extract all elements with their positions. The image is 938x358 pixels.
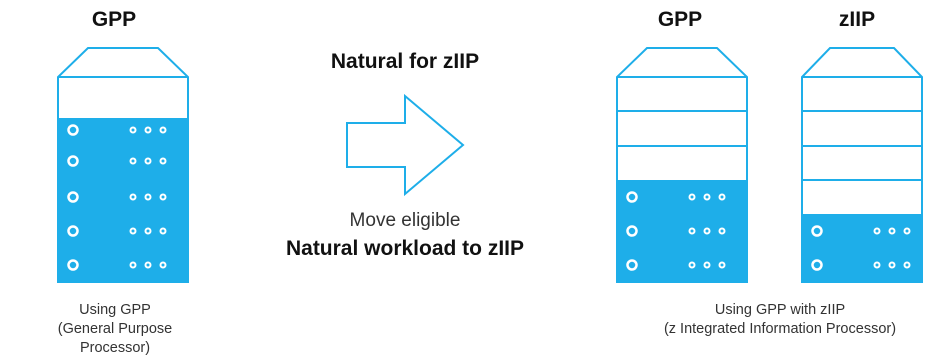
right-gpp-server-icon	[616, 47, 748, 283]
left-gpp-title: GPP	[91, 8, 137, 31]
left-gpp-server-icon	[57, 47, 189, 283]
right-arrow-icon	[346, 93, 465, 197]
right-ziip-slots	[811, 225, 911, 271]
right-gpp-slots	[626, 191, 726, 271]
left-caption-line1: Using GPP	[79, 302, 151, 318]
middle-line2: Natural workload to zIIP	[285, 237, 525, 260]
right-ziip-server-icon	[801, 47, 923, 283]
right-ziip-title: zIIP	[838, 8, 876, 31]
middle-line1: Move eligible	[349, 210, 461, 231]
right-caption: Using GPP with zIIP (z Integrated Inform…	[640, 301, 920, 339]
right-caption-line2: (z Integrated Information Processor)	[663, 321, 897, 337]
right-caption-line1: Using GPP with zIIP	[714, 302, 846, 318]
left-gpp-fill	[58, 118, 188, 283]
right-gpp-title: GPP	[657, 8, 703, 31]
left-gpp-slots	[67, 124, 167, 271]
diagram-canvas	[57, 47, 923, 283]
right-ziip-fill	[802, 214, 922, 283]
middle-heading: Natural for zIIP	[330, 50, 480, 73]
